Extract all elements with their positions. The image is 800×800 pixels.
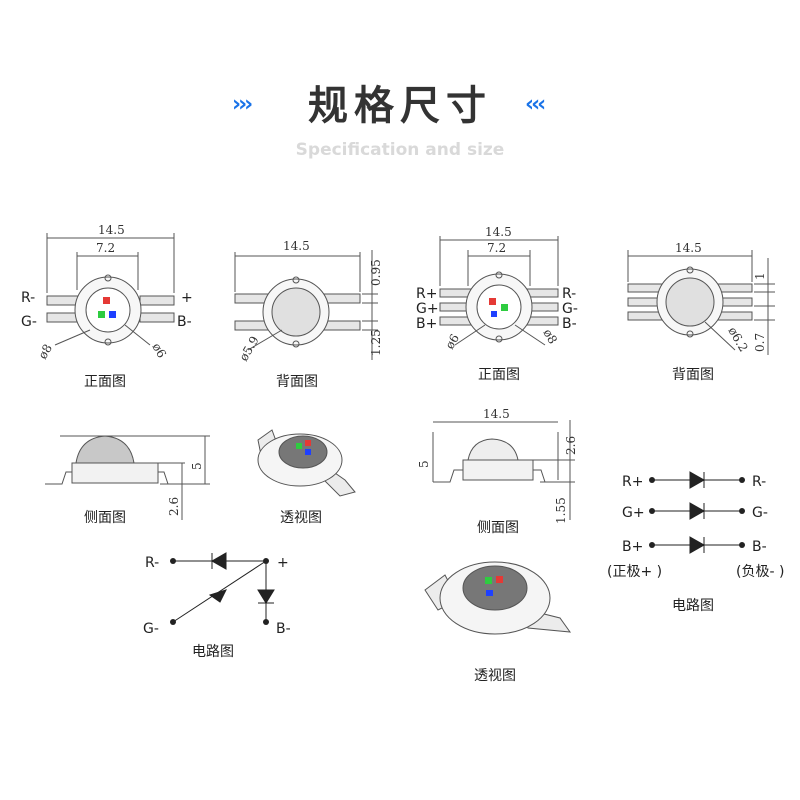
pin-g-minus: G-	[143, 621, 159, 637]
pin-g-minus: G-	[752, 505, 768, 521]
label-back-view: 背面图	[276, 374, 318, 390]
dim-phi6-2: ø6.2	[725, 325, 750, 355]
pin-g-plus: G+	[416, 301, 439, 317]
label-side-view: 侧面图	[84, 510, 126, 526]
label-front-view: 正面图	[84, 374, 126, 390]
side-view-6pin	[45, 435, 210, 520]
green-chip	[98, 311, 105, 318]
chevron-left-icon: ‹‹‹	[525, 92, 546, 117]
label-anode: (正极+ )	[607, 564, 662, 580]
label-front-view: 正面图	[478, 367, 520, 383]
label-circuit: 电路图	[672, 598, 714, 614]
dim-0-95: 0.95	[369, 259, 383, 286]
pin-g-plus: G+	[622, 505, 645, 521]
dim-14-5: 14.5	[98, 223, 125, 237]
pin-b-minus: B-	[276, 621, 291, 637]
dim-1-55: 1.55	[554, 497, 568, 524]
dim-7-2: 7.2	[96, 241, 115, 255]
red-chip	[103, 297, 110, 304]
dim-14-5: 14.5	[483, 407, 510, 421]
dim-phi6: ø6	[442, 332, 462, 352]
label-perspective-view: 透视图	[474, 668, 516, 684]
dim-2-6: 2.6	[564, 436, 578, 455]
pin-b-minus: B-	[177, 314, 192, 330]
chevron-right-icon: ›››	[232, 92, 253, 117]
pin-b-minus: B-	[562, 316, 577, 332]
dim-14-5: 14.5	[283, 239, 310, 253]
side-view-9pin	[432, 420, 575, 520]
pin-r-plus: R+	[416, 286, 437, 302]
pin-b-minus: B-	[752, 539, 767, 555]
pin-g-minus: G-	[562, 301, 578, 317]
perspective-9pin	[424, 561, 572, 635]
dim-14-5: 14.5	[675, 241, 702, 255]
dim-5: 5	[190, 462, 204, 470]
circuit-6pin	[172, 552, 275, 623]
dim-phi8: ø8	[540, 327, 560, 347]
pin-r-minus: R-	[752, 474, 766, 490]
pin-b-plus: B+	[622, 539, 643, 555]
label-cathode: (负极- )	[736, 564, 784, 580]
label-circuit: 电路图	[192, 644, 234, 660]
dim-2-6: 2.6	[167, 497, 181, 516]
label-perspective-view: 透视图	[280, 510, 322, 526]
dim-phi6: ø6	[149, 341, 169, 361]
dim-5: 5	[417, 460, 431, 468]
pin-plus: +	[277, 555, 289, 571]
circuit-9pin	[652, 471, 742, 554]
pin-g-minus: G-	[21, 314, 37, 330]
pin-r-minus: R-	[21, 290, 35, 306]
perspective-6pin	[257, 429, 356, 497]
pin-r-plus: R+	[622, 474, 643, 490]
label-side-view: 侧面图	[477, 520, 519, 536]
dim-phi5-9: ø5.9	[236, 334, 261, 364]
label-back-view: 背面图	[672, 367, 714, 383]
front-view-6pin	[46, 233, 175, 346]
pin-b-plus: B+	[416, 316, 437, 332]
back-view-6pin	[234, 250, 378, 360]
dim-14-5: 14.5	[485, 225, 512, 239]
pin-r-minus: R-	[145, 555, 159, 571]
front-view-9pin	[439, 236, 559, 346]
dim-phi8: ø8	[35, 342, 55, 362]
back-view-9pin	[627, 250, 775, 355]
blue-chip	[109, 311, 116, 318]
dim-1: 1	[753, 272, 767, 280]
header: ››› 规格尺寸 ‹‹‹ Specification and size	[0, 78, 800, 160]
pin-plus: +	[181, 290, 193, 306]
dim-0-7: 0.7	[753, 333, 767, 352]
page-subtitle: Specification and size	[295, 140, 505, 160]
dim-7-2: 7.2	[487, 241, 506, 255]
dim-1-25: 1.25	[369, 329, 383, 356]
page-title: 规格尺寸	[308, 83, 492, 129]
pin-r-minus: R-	[562, 286, 576, 302]
